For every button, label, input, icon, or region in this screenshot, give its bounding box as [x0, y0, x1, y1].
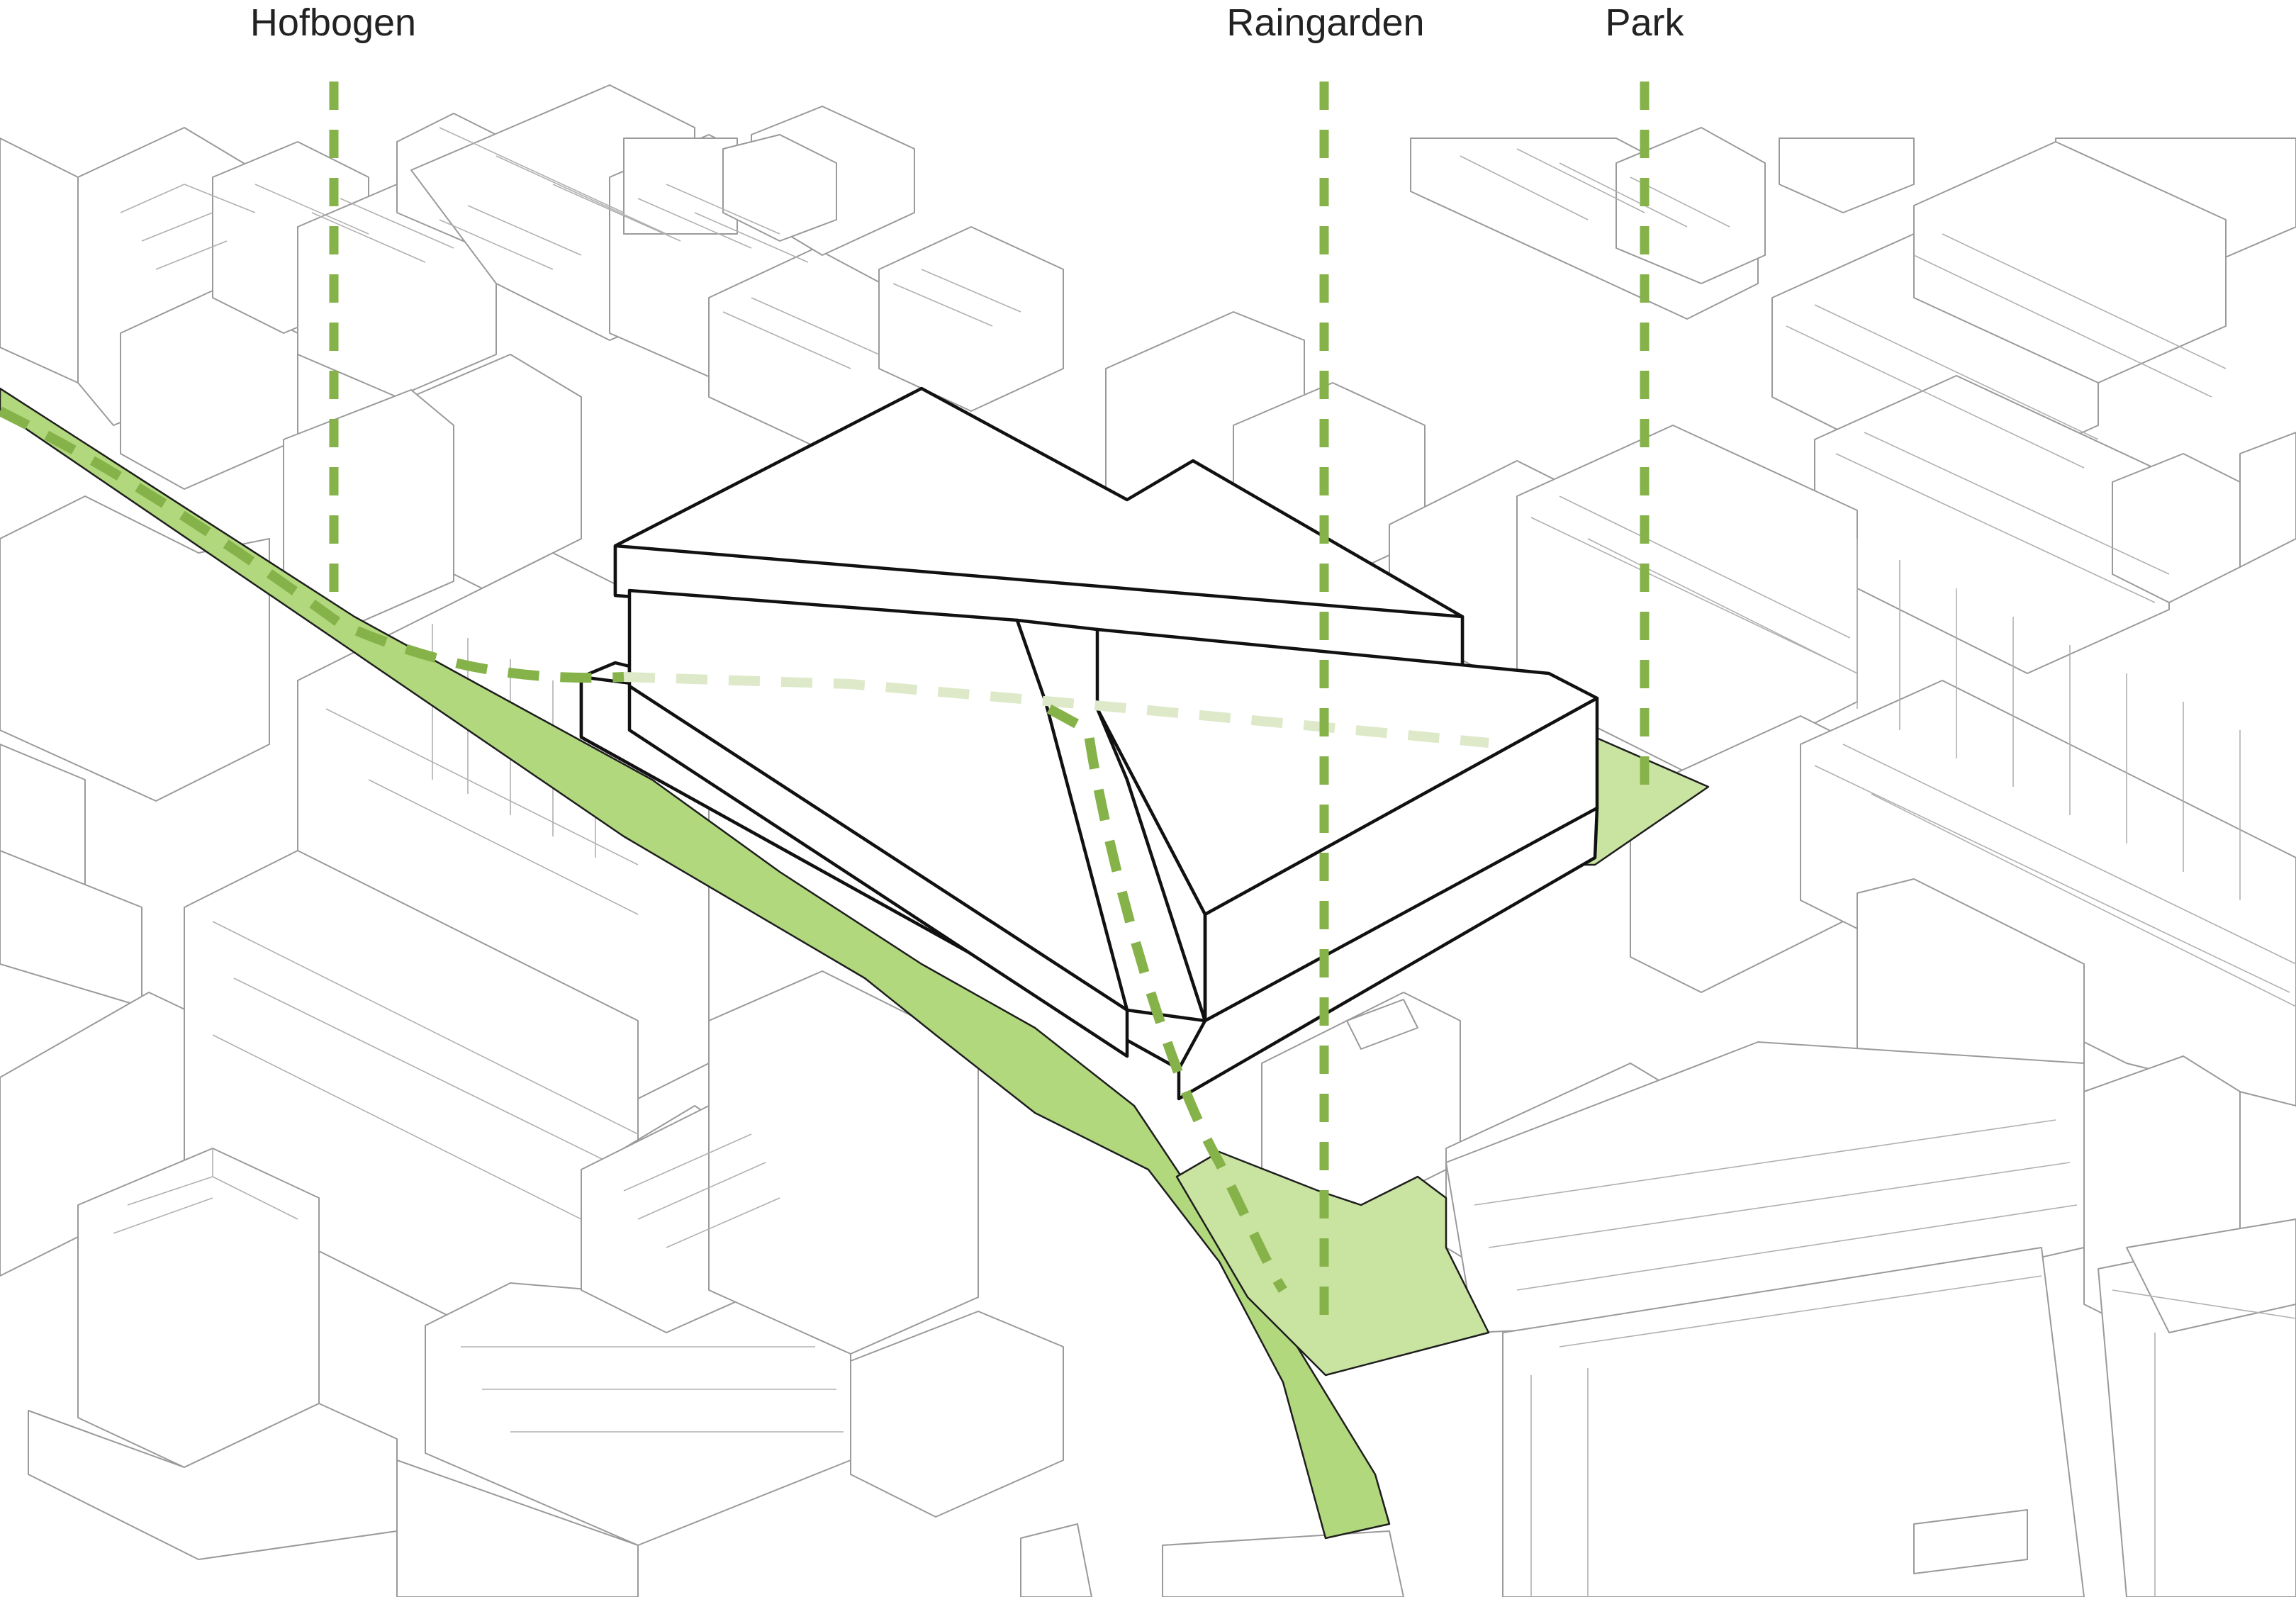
axonometric-diagram: Hofbogen Raingarden Park	[0, 0, 2296, 1597]
diagram-canvas	[0, 0, 2296, 1597]
